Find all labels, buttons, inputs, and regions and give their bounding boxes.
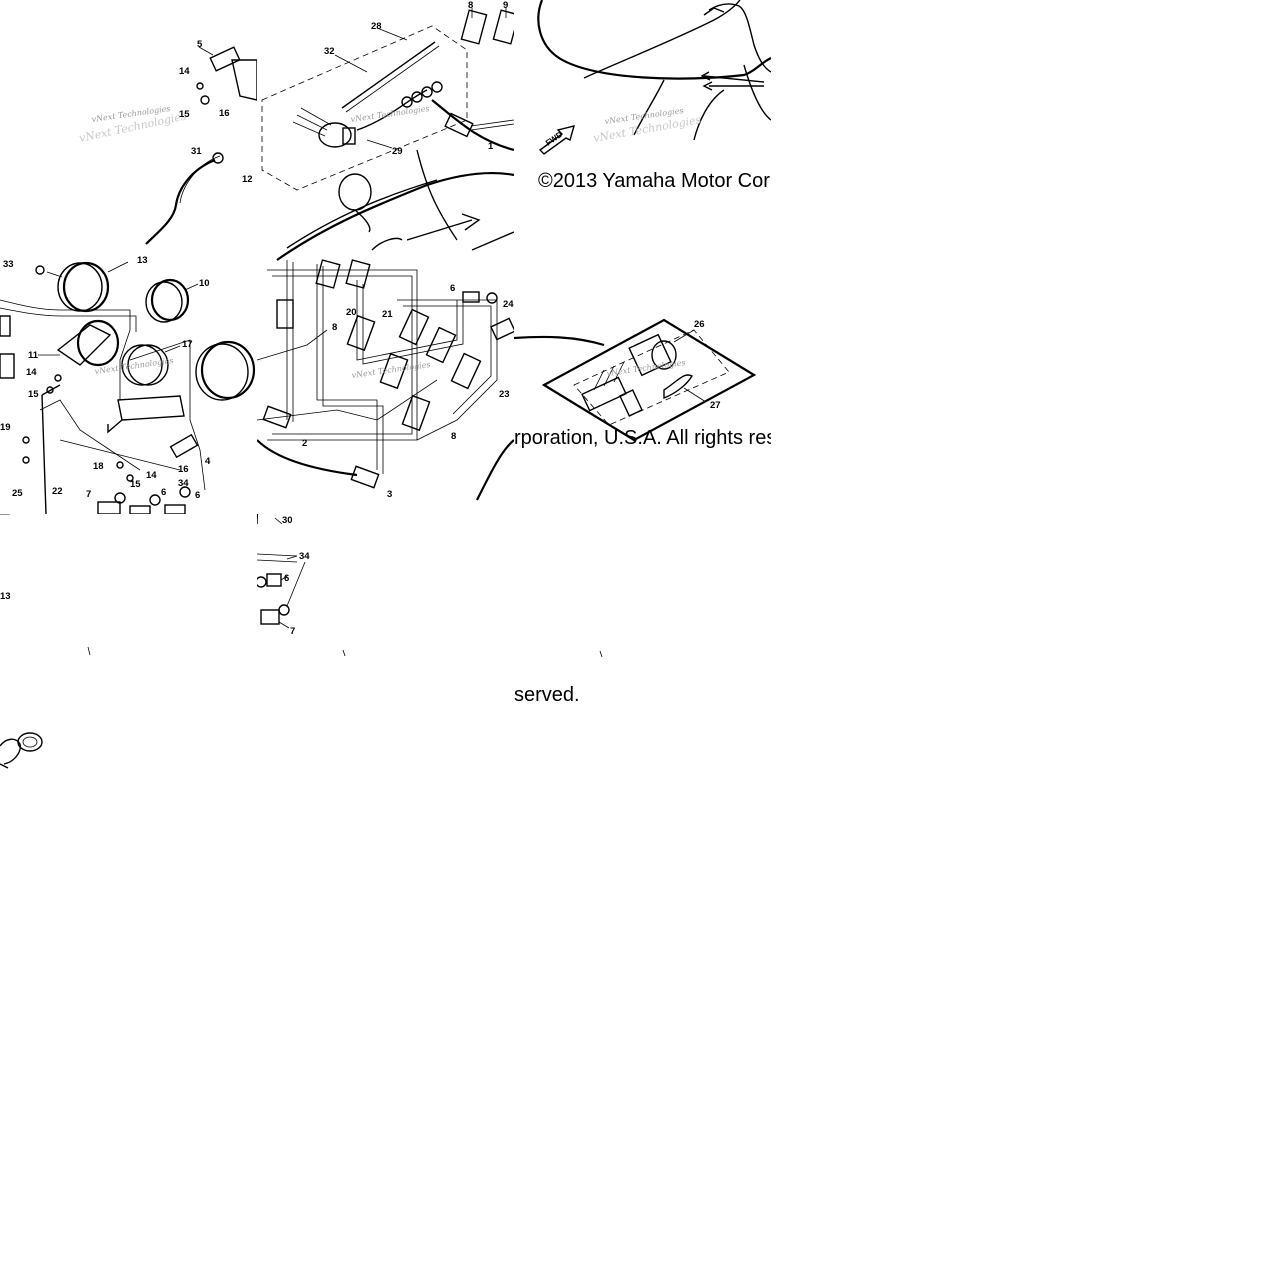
callout-label: 34 [299,551,310,562]
callout-label: 5 [197,39,203,50]
callout-label: 16 [178,464,189,475]
callout-label: 24 [503,299,514,310]
callout-label: 8 [332,322,337,333]
diagram-fragment-right [599,650,603,658]
callout-label: 19 [0,422,11,433]
callout-label: 27 [710,400,721,411]
watermark-text: vNext Technologies [350,104,430,124]
copyright-text-part3: served. [514,684,580,706]
callout-label: 17 [182,339,193,350]
blank-area [0,771,771,1285]
callout-label: 11 [28,350,39,361]
callout-label: 6 [195,490,200,501]
callout-label: 18 [93,461,104,472]
diagram-fragment-middle: 30 34 6 7 [257,514,346,657]
blank-area [771,0,1285,1285]
callout-label: 15 [28,389,39,400]
callout-label: 7 [290,626,295,637]
copyright-text-part2: rporation, U.S.A. All rights res [514,427,777,449]
callout-label: 29 [392,146,403,157]
callout-label: 7 [86,489,91,500]
callout-label: 23 [499,389,510,400]
callout-label: 13 [137,255,148,266]
callout-label: 10 [199,278,210,289]
callout-label: 15 [179,109,190,120]
callout-label: 32 [324,46,335,57]
callout-label: 21 [382,309,393,320]
callout-label: 14 [179,66,190,77]
callout-label: 34 [178,478,189,489]
callout-label: 6 [450,283,455,294]
callout-label: 3 [387,489,392,500]
hull-diagram-right: FWD vNext Technologies vNext Technologie… [514,0,771,442]
wiring-diagram-middle: vNext Technologies vNext Technologies 28… [257,0,514,501]
diagram-tile-middle-middle: 30 34 6 7 [257,514,514,771]
callout-label: 15 [130,479,141,490]
callout-label: 31 [191,146,202,157]
diagram-tile-top-left: vNext Technologies vNext Technologies vN… [0,0,257,514]
callout-label: 9 [503,0,508,11]
wiring-diagram-left: vNext Technologies vNext Technologies vN… [0,39,257,514]
callout-label: 8 [451,431,456,442]
watermark-text: vNext Technologies [606,358,686,378]
callout-label: 14 [26,367,37,378]
copyright-text-part1: ©2013 Yamaha Motor Cor [538,170,770,192]
diagram-fragment-left: 13 [0,514,91,769]
callout-label: 28 [371,21,382,32]
callout-label: 13 [0,591,11,602]
diagram-tile-middle-left: 13 [0,514,257,771]
callout-label: 8 [468,0,473,11]
callout-label: 16 [219,108,230,119]
callout-label: 6 [161,487,166,498]
callout-label: 14 [146,470,157,481]
diagram-tile-top-middle: vNext Technologies vNext Technologies 28… [257,0,514,514]
diagram-tile-top-right: FWD vNext Technologies vNext Technologie… [514,0,771,514]
diagram-tile-middle-right [514,514,771,771]
callout-label: 6 [284,573,289,584]
callout-label: 4 [205,456,211,467]
callout-label: 25 [12,488,23,499]
callout-label: 26 [694,319,705,330]
callout-label: 30 [282,515,293,526]
callout-label: 20 [346,307,357,318]
callout-label: 22 [52,486,63,497]
callout-label: 33 [3,259,14,270]
callout-label: 2 [302,438,307,449]
callout-label: 12 [242,174,253,185]
callout-label: 1 [488,141,494,152]
